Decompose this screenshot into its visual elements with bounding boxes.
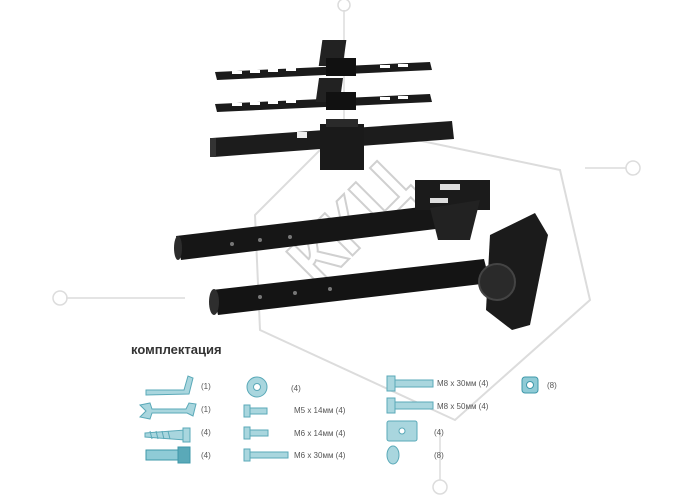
item-label-hex-key: (1) [201, 382, 211, 391]
screw-m6-30-icon [243, 448, 289, 462]
cross-bar [210, 119, 454, 170]
wrench-icon [138, 402, 197, 420]
hex-key-icon [145, 375, 194, 396]
wall-anchor-icon [145, 446, 191, 464]
item-label-nut: (8) [547, 381, 557, 390]
item-label-screw-m6-14: M6 x 14мм (4) [294, 429, 346, 438]
item-label-spacer: (8) [434, 451, 444, 460]
item-label-bolt-m8-50: M8 x 50мм (4) [437, 402, 489, 411]
item-label-bolt-m8-30: M8 x 30мм (4) [437, 379, 489, 388]
screw-m6-14-icon [243, 426, 269, 440]
extension-pole-2 [209, 213, 548, 330]
washer-icon [246, 376, 268, 398]
bolt-m8-50-icon [386, 397, 434, 414]
item-label-lag-bolt: (4) [201, 428, 211, 437]
bracket-1 [215, 40, 432, 80]
screw-m5-14-icon [243, 404, 268, 418]
item-label-wrench: (1) [201, 405, 211, 414]
spacer-icon [386, 445, 400, 465]
lag-bolt-icon [144, 427, 191, 443]
bracket-2 [215, 78, 432, 112]
nut-icon [521, 376, 539, 394]
item-label-wall-anchor: (4) [201, 451, 211, 460]
plate-icon [386, 420, 418, 442]
kit-title: комплектация [131, 342, 222, 357]
item-label-screw-m5-14: M5 x 14мм (4) [294, 406, 346, 415]
extension-pole-1 [174, 180, 490, 260]
item-label-washer: (4) [291, 384, 301, 393]
item-label-screw-m6-30: M6 x 30мм (4) [294, 451, 346, 460]
bolt-m8-30-icon [386, 375, 434, 392]
item-label-plate: (4) [434, 428, 444, 437]
